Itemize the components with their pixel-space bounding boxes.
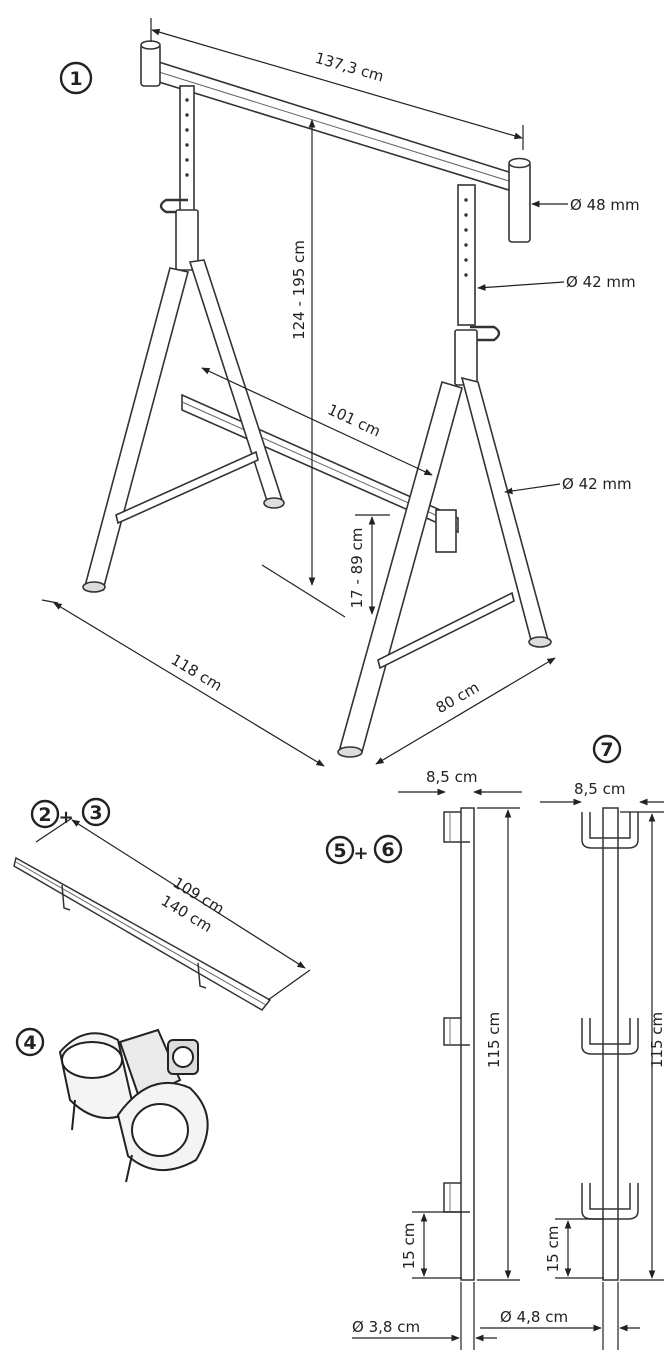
- label-lower-height-range: 17 - 89 cm: [348, 528, 366, 609]
- adjust-handle-left: [159, 198, 188, 214]
- part-number-7: 7: [600, 739, 613, 761]
- post-single: [460, 807, 475, 1281]
- part-number-2: 2: [38, 804, 51, 826]
- part-badges: 1 2 + 3 4 5 + 6 7: [15, 61, 622, 1057]
- label-leg-diameter: Ø 42 mm: [562, 475, 632, 493]
- dimension-labels: 137,3 cm Ø 48 mm Ø 42 mm Ø 42 mm 124 - 1…: [158, 49, 664, 1336]
- sawhorse-drawing: [82, 40, 552, 758]
- dimension-lines-main: [41, 18, 568, 767]
- part-badge-6: [373, 834, 403, 864]
- label-base-width: 80 cm: [433, 678, 482, 717]
- label-inner-post-diameter: Ø 42 mm: [566, 273, 636, 291]
- part-number-6: 6: [381, 839, 394, 861]
- part-number-3: 3: [89, 802, 102, 824]
- part-number-5: 5: [333, 840, 346, 862]
- top-tube-right: [508, 161, 531, 243]
- dimension-lines-posts: [352, 788, 664, 1350]
- label-lower-beam-length: 101 cm: [325, 400, 384, 440]
- part-badge-3: [81, 797, 111, 827]
- part-badge-7: [592, 734, 622, 764]
- dimension-lines-bar: [35, 817, 311, 1001]
- part-badge-4: [15, 1027, 45, 1057]
- adjust-handle-right: [470, 325, 501, 342]
- label-tube-diameter-top: Ø 48 mm: [570, 196, 640, 214]
- part-badge-5: [325, 835, 355, 865]
- label-post-diameter-single: Ø 3,8 cm: [352, 1318, 420, 1336]
- label-base-length: 118 cm: [168, 651, 225, 695]
- clamp-drawing: [58, 1028, 209, 1183]
- hook-post-single-drawing: [443, 807, 475, 1281]
- bar-hook-right: [197, 962, 207, 989]
- top-tube-left: [140, 43, 161, 87]
- hook-post-double-drawing: [581, 807, 639, 1281]
- label-hook-width-single: 8,5 cm: [426, 768, 477, 786]
- label-post-height-double: 115 cm: [648, 1012, 664, 1068]
- inner-post-right: [457, 184, 476, 326]
- bar-hook-left: [61, 884, 71, 911]
- label-hook-spacing-single: 15 cm: [400, 1223, 418, 1270]
- label-height-range: 124 - 195 cm: [290, 240, 308, 340]
- label-post-height-single: 115 cm: [485, 1012, 503, 1068]
- part-number-1: 1: [69, 68, 82, 90]
- plus-sign-5-6: +: [353, 843, 368, 864]
- part-number-4: 4: [23, 1032, 36, 1054]
- label-hook-width-double: 8,5 cm: [574, 780, 625, 798]
- part-badge-1: [59, 61, 93, 95]
- label-post-diameter-double: Ø 4,8 cm: [500, 1308, 568, 1326]
- plus-sign-2-3: +: [58, 807, 73, 828]
- leg-left-front: [84, 267, 189, 591]
- label-hook-spacing-double: 15 cm: [544, 1226, 562, 1273]
- bar-drawing: [13, 856, 272, 1011]
- part-badge-2: [30, 799, 60, 829]
